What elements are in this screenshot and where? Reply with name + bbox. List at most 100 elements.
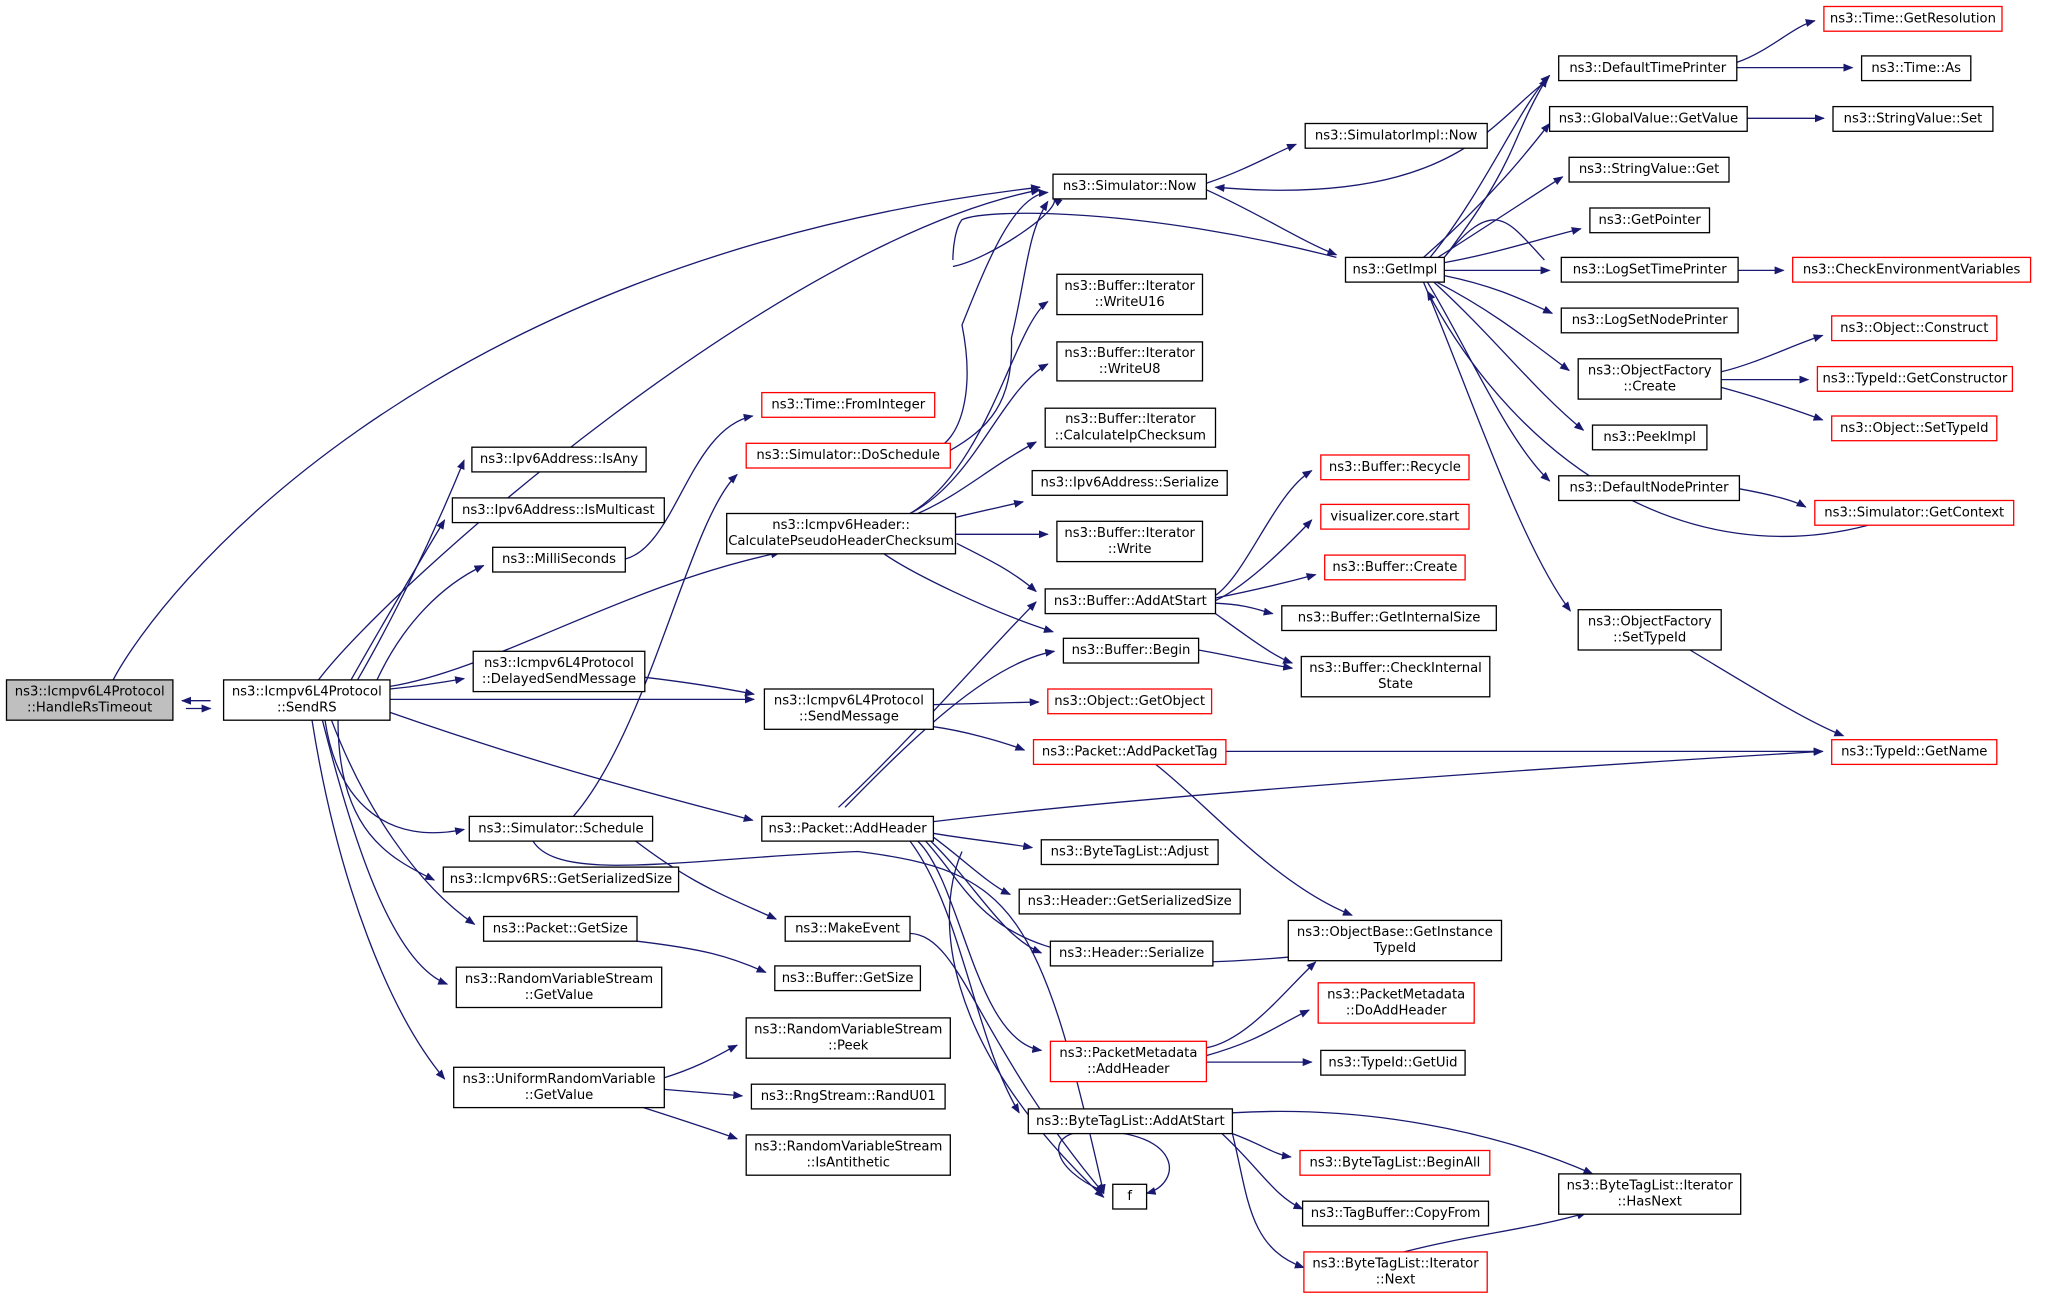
node-label: ns3::PeekImpl [1603, 430, 1696, 445]
function-node-milli-seconds[interactable]: ns3::MilliSeconds [492, 546, 626, 573]
node-box [1056, 273, 1204, 316]
node-label: ns3::Buffer::Iterator [1065, 412, 1196, 427]
call-edge [636, 940, 767, 973]
function-node-time-get-resolution[interactable]: ns3::Time::GetResolution [1823, 5, 2003, 32]
node-box [745, 1017, 951, 1059]
function-node-handle-rs-timeout[interactable]: ns3::Icmpv6L4Protocol::HandleRsTimeout [5, 679, 174, 721]
function-node-buf-iter-write-u8[interactable]: ns3::Buffer::Iterator::WriteU8 [1056, 341, 1204, 382]
function-node-sim-do-schedule[interactable]: ns3::Simulator::DoSchedule [745, 442, 951, 469]
call-edge [933, 836, 1012, 895]
function-node-byte-tag-list-iter-next[interactable]: ns3::ByteTagList::Iterator::Next [1303, 1251, 1488, 1293]
function-node-ipv6-addr-is-any[interactable]: ns3::Ipv6Address::IsAny [471, 446, 647, 473]
function-node-tag-buffer-copy-from[interactable]: ns3::TagBuffer::CopyFrom [1301, 1200, 1490, 1227]
call-edge [324, 720, 466, 836]
function-node-rvs-peek[interactable]: ns3::RandomVariableStream::Peek [745, 1017, 951, 1059]
function-node-log-set-node-printer[interactable]: ns3::LogSetNodePrinter [1560, 307, 1739, 334]
function-node-check-env-vars[interactable]: ns3::CheckEnvironmentVariables [1792, 256, 2032, 283]
function-node-rng-rand-u01[interactable]: ns3::RngStream::RandU01 [750, 1083, 946, 1110]
node-label: ns3::StringValue::Set [1844, 111, 1983, 126]
function-node-object-construct[interactable]: ns3::Object::Construct [1831, 315, 1998, 342]
node-box [455, 966, 663, 1009]
function-node-visualizer-start[interactable]: visualizer.core.start [1320, 503, 1470, 530]
node-box [1047, 688, 1213, 715]
function-node-sim-now[interactable]: ns3::Simulator::Now [1052, 173, 1208, 200]
function-node-rvs-is-antithetic[interactable]: ns3::RandomVariableStream::IsAntithetic [745, 1134, 951, 1176]
node-box [482, 915, 638, 942]
function-node-byte-tag-list-begin-all[interactable]: ns3::ByteTagList::BeginAll [1299, 1149, 1491, 1176]
function-node-delayed-send-message[interactable]: ns3::Icmpv6L4Protocol::DelayedSendMessag… [472, 650, 646, 693]
function-node-icmpv6-calc-pseudo[interactable]: ns3::Icmpv6Header::CalculatePseudoHeader… [726, 512, 957, 555]
function-node-string-value-set[interactable]: ns3::StringValue::Set [1832, 105, 1994, 132]
node-box [761, 391, 936, 418]
function-node-default-node-printer[interactable]: ns3::DefaultNodePrinter [1558, 475, 1741, 502]
function-node-type-id-get-constructor[interactable]: ns3::TypeId::GetConstructor [1816, 365, 2014, 392]
function-node-type-id-get-name[interactable]: ns3::TypeId::GetName [1831, 739, 1998, 766]
function-node-packet-add-header[interactable]: ns3::Packet::AddHeader [761, 815, 935, 842]
node-label: ns3::ByteTagList::Iterator [1312, 1256, 1479, 1271]
function-node-icmpv6-r-s-get-size[interactable]: ns3::Icmpv6RS::GetSerializedSize [442, 866, 680, 893]
function-node-byte-tag-list-iter-has-next[interactable]: ns3::ByteTagList::Iterator::HasNext [1558, 1173, 1742, 1215]
call-edge [909, 932, 1105, 1195]
function-node-string-value-get[interactable]: ns3::StringValue::Get [1568, 156, 1730, 183]
node-label: ns3::RandomVariableStream [754, 1022, 942, 1037]
function-node-object-factory-create[interactable]: ns3::ObjectFactory::Create [1577, 358, 1722, 400]
function-node-object-get-object[interactable]: ns3::Object::GetObject [1047, 688, 1213, 715]
function-node-global-value-get-value[interactable]: ns3::GlobalValue::GetValue [1548, 105, 1748, 132]
node-box [1831, 315, 1998, 342]
function-node-default-time-printer[interactable]: ns3::DefaultTimePrinter [1558, 55, 1738, 82]
function-node-buf-iter-calc-checksum[interactable]: ns3::Buffer::Iterator::CalculateIpChecks… [1044, 407, 1217, 448]
function-node-send-message[interactable]: ns3::Icmpv6L4Protocol::SendMessage [763, 688, 935, 730]
function-node-buffer-get-size[interactable]: ns3::Buffer::GetSize [774, 965, 922, 992]
function-node-buffer-create[interactable]: ns3::Buffer::Create [1324, 554, 1466, 581]
function-node-buffer-begin[interactable]: ns3::Buffer::Begin [1062, 637, 1200, 664]
function-node-f-node[interactable]: f [1112, 1183, 1148, 1210]
function-node-pm-add-header[interactable]: ns3::PacketMetadata::AddHeader [1049, 1040, 1208, 1083]
function-node-byte-tag-list-add-at-start[interactable]: ns3::ByteTagList::AddAtStart [1027, 1108, 1234, 1135]
function-node-header-serialize[interactable]: ns3::Header::Serialize [1049, 940, 1214, 967]
function-node-send-r-s[interactable]: ns3::Icmpv6L4Protocol::SendRS [222, 679, 391, 721]
function-node-ipv6-addr-is-multicast[interactable]: ns3::Ipv6Address::IsMulticast [451, 497, 665, 524]
function-node-urv-get-value[interactable]: ns3::UniformRandomVariable::GetValue [453, 1066, 665, 1109]
node-label: ns3::MakeEvent [795, 921, 900, 936]
function-node-sim-schedule[interactable]: ns3::Simulator::Schedule [468, 815, 654, 842]
function-node-object-set-type-id[interactable]: ns3::Object::SetTypeId [1831, 415, 1998, 442]
function-node-sim-impl-now[interactable]: ns3::SimulatorImpl::Now [1304, 122, 1488, 149]
node-label: ns3::MilliSeconds [502, 552, 616, 567]
node-box [1344, 256, 1445, 283]
function-node-buffer-add-at-start[interactable]: ns3::Buffer::AddAtStart [1044, 588, 1217, 615]
function-node-sim-get-context[interactable]: ns3::Simulator::GetContext [1814, 499, 2015, 526]
node-label: ns3::Buffer::Begin [1072, 643, 1191, 658]
function-node-get-impl[interactable]: ns3::GetImpl [1344, 256, 1445, 283]
function-node-peek-impl[interactable]: ns3::PeekImpl [1591, 424, 1708, 451]
function-node-get-pointer[interactable]: ns3::GetPointer [1589, 207, 1711, 234]
function-node-time-from-integer[interactable]: ns3::Time::FromInteger [761, 391, 936, 418]
node-box [1044, 588, 1217, 615]
function-node-packet-get-size[interactable]: ns3::Packet::GetSize [482, 915, 638, 942]
function-node-time-as[interactable]: ns3::Time::As [1860, 55, 1972, 82]
function-node-header-get-size[interactable]: ns3::Header::GetSerializedSize [1018, 888, 1241, 915]
node-label: ::GetValue [525, 1088, 594, 1103]
function-node-type-id-get-uid[interactable]: ns3::TypeId::GetUid [1320, 1049, 1466, 1076]
function-node-object-factory-set-type-id[interactable]: ns3::ObjectFactory::SetTypeId [1577, 609, 1722, 651]
function-node-buffer-get-internal-size[interactable]: ns3::Buffer::GetInternalSize [1281, 605, 1497, 632]
node-box [1577, 358, 1722, 400]
call-edge [930, 840, 1043, 954]
call-edge [838, 601, 1037, 808]
function-node-ipv6-addr-serialize[interactable]: ns3::Ipv6Address::Serialize [1031, 469, 1228, 496]
call-edge [1221, 1133, 1304, 1210]
function-node-log-set-time-printer[interactable]: ns3::LogSetTimePrinter [1560, 256, 1739, 283]
function-node-buf-iter-write[interactable]: ns3::Buffer::Iterator::Write [1056, 520, 1204, 563]
node-label: ns3::Packet::GetSize [493, 921, 628, 936]
function-node-packet-add-packet-tag[interactable]: ns3::Packet::AddPacketTag [1032, 739, 1227, 766]
node-box [1056, 341, 1204, 382]
node-label: ns3::Buffer::Iterator [1064, 279, 1195, 294]
function-node-buffer-recycle[interactable]: ns3::Buffer::Recycle [1320, 454, 1470, 481]
function-node-make-event[interactable]: ns3::MakeEvent [784, 915, 911, 942]
function-node-buf-iter-write-u16[interactable]: ns3::Buffer::Iterator::WriteU16 [1056, 273, 1204, 316]
function-node-rvs-get-value[interactable]: ns3::RandomVariableStream::GetValue [455, 966, 663, 1009]
function-node-byte-tag-list-adjust[interactable]: ns3::ByteTagList::Adjust [1040, 839, 1219, 866]
function-node-pm-do-add-header[interactable]: ns3::PacketMetadata::DoAddHeader [1317, 982, 1475, 1024]
call-edge [917, 840, 1043, 1053]
